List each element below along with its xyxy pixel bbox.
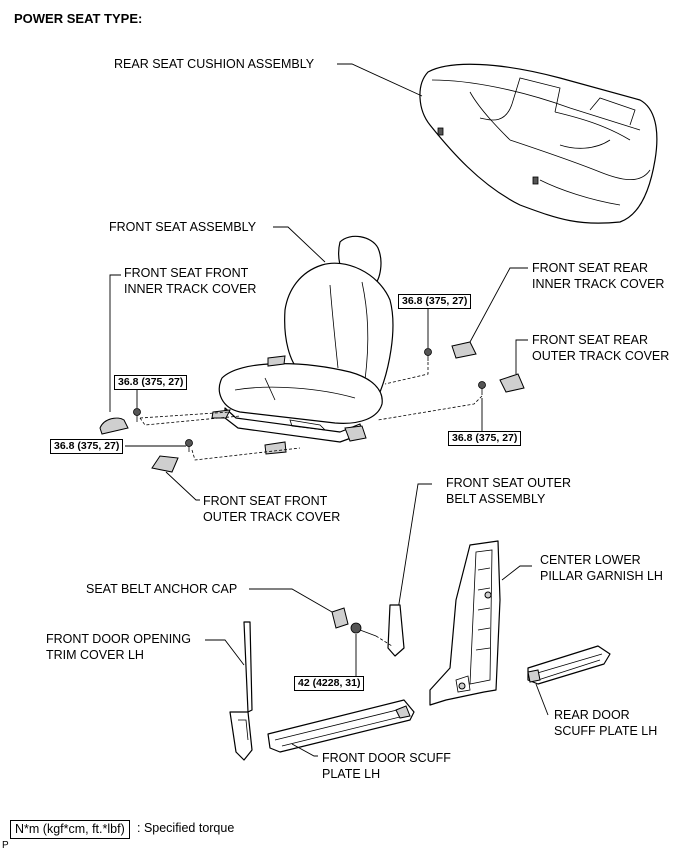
rear-seat-cushion-drawing bbox=[419, 63, 658, 224]
label-center-pillar-line2: PILLAR GARNISH LH bbox=[540, 569, 663, 583]
corner-mark: P bbox=[2, 840, 9, 851]
front-door-scuff-plate-drawing bbox=[267, 699, 415, 757]
legend-description: : Specified torque bbox=[137, 821, 235, 835]
label-rear-outer-track-cover-line2: OUTER TRACK COVER bbox=[532, 349, 670, 363]
torque-rear-inner-bolt: 36.8 (375, 27) bbox=[398, 294, 472, 309]
label-door-trim-line2: TRIM COVER LH bbox=[46, 648, 144, 662]
legend-unit-box: N*m (kgf*cm, ft.*lbf) bbox=[10, 820, 130, 839]
torque-front-inner-bolt: 36.8 (375, 27) bbox=[114, 375, 188, 390]
label-rear-scuff-line1: REAR DOOR bbox=[554, 708, 630, 722]
label-front-outer-track-cover-line1: FRONT SEAT FRONT bbox=[203, 494, 328, 508]
label-front-outer-track-cover-line2: OUTER TRACK COVER bbox=[203, 510, 341, 524]
center-pillar-garnish-drawing bbox=[429, 540, 532, 706]
label-outer-belt-line2: BELT ASSEMBLY bbox=[446, 492, 546, 506]
front-door-trim-cover-drawing bbox=[205, 621, 253, 761]
label-door-trim-line1: FRONT DOOR OPENING bbox=[46, 632, 191, 646]
front-seat-leader bbox=[273, 226, 326, 263]
label-front-seat: FRONT SEAT ASSEMBLY bbox=[109, 220, 257, 234]
label-rear-scuff-line2: SCUFF PLATE LH bbox=[554, 724, 658, 738]
torque-rear-outer-bolt: 36.8 (375, 27) bbox=[448, 431, 522, 446]
label-center-pillar-line1: CENTER LOWER bbox=[540, 553, 641, 567]
label-outer-belt-line1: FRONT SEAT OUTER bbox=[446, 476, 572, 490]
front-seat-drawing bbox=[211, 235, 394, 455]
outer-belt-drawing bbox=[387, 483, 432, 657]
rear-outer-track-cover-drawing bbox=[499, 339, 528, 393]
label-rear-inner-track-cover-line1: FRONT SEAT REAR bbox=[532, 261, 648, 275]
rear-inner-track-cover-drawing bbox=[451, 267, 528, 359]
label-front-scuff-line2: PLATE LH bbox=[322, 767, 381, 781]
label-anchor-cap: SEAT BELT ANCHOR CAP bbox=[86, 582, 238, 596]
front-inner-track-cover-drawing bbox=[99, 274, 129, 435]
label-front-inner-track-cover-line1: FRONT SEAT FRONT bbox=[124, 266, 249, 280]
anchor-cap-drawing bbox=[249, 588, 393, 676]
label-rear-inner-track-cover-line2: INNER TRACK COVER bbox=[532, 277, 665, 291]
label-rear-outer-track-cover-line1: FRONT SEAT REAR bbox=[532, 333, 648, 347]
torque-belt-anchor-bolt: 42 (4228, 31) bbox=[294, 676, 365, 691]
torque-front-outer-bolt: 36.8 (375, 27) bbox=[50, 439, 124, 454]
label-rear-seat-cushion: REAR SEAT CUSHION ASSEMBLY bbox=[114, 57, 315, 71]
rear-door-scuff-plate-drawing bbox=[527, 645, 611, 716]
seat-bolts bbox=[125, 308, 486, 461]
label-front-inner-track-cover-line2: INNER TRACK COVER bbox=[124, 282, 257, 296]
diagram-title: POWER SEAT TYPE: bbox=[14, 11, 143, 26]
rear-seat-leader bbox=[337, 63, 423, 97]
front-outer-track-cover-drawing bbox=[151, 455, 200, 501]
label-front-scuff-line1: FRONT DOOR SCUFF bbox=[322, 751, 451, 765]
